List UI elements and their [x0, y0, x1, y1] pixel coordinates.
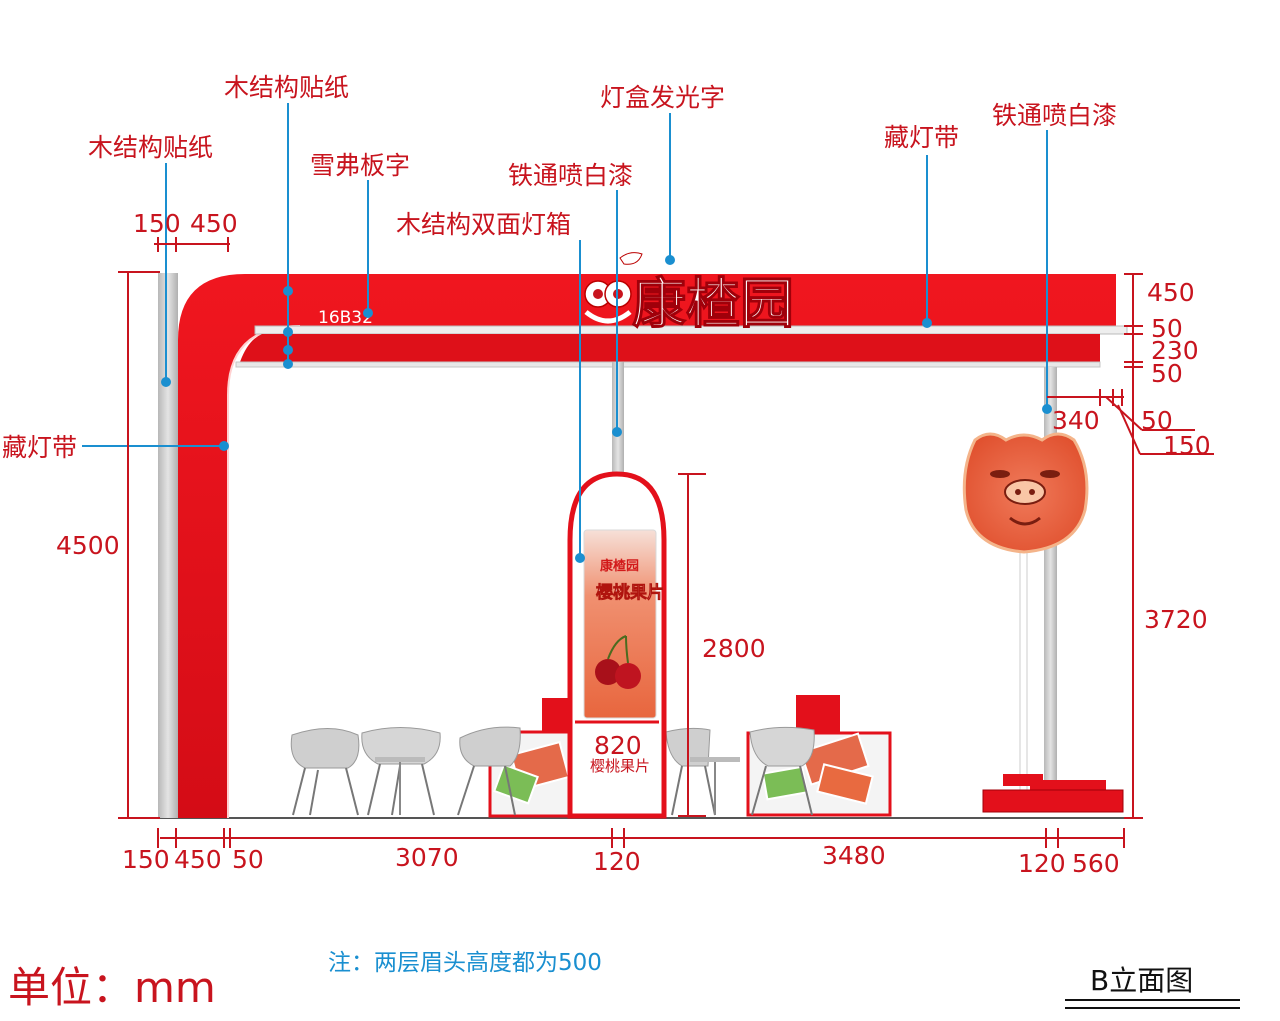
dim-right-150: 150	[1163, 431, 1211, 460]
leader-lines	[82, 103, 1052, 563]
dim-top-150: 150	[133, 209, 181, 238]
dim-bottom-3070: 3070	[395, 843, 459, 872]
pig-sign	[962, 432, 1089, 554]
label-light-box-text: 灯盒发光字	[600, 83, 725, 112]
chair-3	[457, 726, 521, 816]
dim-right-230: 230	[1151, 336, 1199, 365]
pig-sign-base	[982, 774, 1124, 813]
dim-bottom-560: 560	[1072, 849, 1120, 878]
lower-beam-edge	[235, 361, 1101, 368]
label-hidden-strip-left: 藏灯带	[2, 433, 77, 462]
label-snow-board-text: 雪弗板字	[310, 151, 410, 180]
table-1	[375, 757, 425, 815]
dim-right-50a: 50	[1151, 314, 1183, 343]
left-grey-column	[158, 273, 178, 818]
dim-bottom-120a: 120	[593, 847, 641, 876]
lower-red-beam	[240, 334, 1100, 362]
dim-right-340: 340	[1052, 406, 1100, 435]
label-hidden-strip-top: 藏灯带	[884, 123, 959, 152]
brand-logo: 康楂园	[584, 252, 795, 336]
label-iron-white-right: 铁通喷白漆	[992, 101, 1117, 130]
dim-bottom-3480: 3480	[822, 841, 886, 870]
chair-5	[749, 726, 815, 816]
pig-left-eye	[990, 470, 1010, 478]
table-2	[690, 757, 740, 815]
dim-top-450: 450	[190, 209, 238, 238]
chair-1	[290, 728, 360, 816]
product-bag-name: 樱桃果片	[596, 582, 664, 603]
pig-sign-pole	[1019, 529, 1028, 791]
dim-right-3720: 3720	[1144, 605, 1208, 634]
pig-snout	[1004, 479, 1046, 505]
pig-right-eye	[1040, 470, 1060, 478]
dim-height-4500: 4500	[56, 531, 120, 560]
dim-bottom-450: 450	[174, 845, 222, 874]
brand-logo-text: 康楂园	[632, 272, 794, 335]
dimension-lines	[118, 237, 1214, 848]
dim-bottom-150: 150	[122, 845, 170, 874]
label-double-light-box: 木结构双面灯箱	[396, 210, 571, 239]
dim-bottom-120b: 120	[1018, 849, 1066, 878]
frame-inner-edge	[227, 325, 301, 818]
booth-code: 16B32	[318, 308, 373, 328]
label-wood-sticker-left: 木结构贴纸	[88, 133, 213, 162]
cherry-icon	[595, 635, 641, 689]
lightbox-caption: 樱桃果片	[590, 757, 650, 775]
dim-bottom-50: 50	[232, 845, 264, 874]
dim-lightbox-2800: 2800	[702, 634, 766, 663]
dim-right-50c: 50	[1141, 406, 1173, 435]
lightbox-width: 820	[594, 731, 642, 760]
dim-right-450: 450	[1147, 278, 1195, 307]
unit-label: 单位：mm	[8, 963, 216, 1012]
chair-4	[665, 727, 716, 816]
product-bag-brand: 康楂园	[600, 558, 639, 574]
note-text: 注：两层眉头高度都为500	[328, 950, 602, 976]
dim-right-50b: 50	[1151, 359, 1183, 388]
counter-right	[746, 695, 892, 817]
drawing-title: B立面图	[1090, 964, 1193, 997]
label-iron-white-center: 铁通喷白漆	[508, 161, 633, 190]
chair-2	[361, 727, 441, 816]
pig-smile	[1009, 516, 1041, 526]
label-wood-sticker-top: 木结构贴纸	[224, 73, 349, 102]
double-light-box: 康楂园 樱桃果片 820 樱桃果片	[567, 471, 667, 819]
